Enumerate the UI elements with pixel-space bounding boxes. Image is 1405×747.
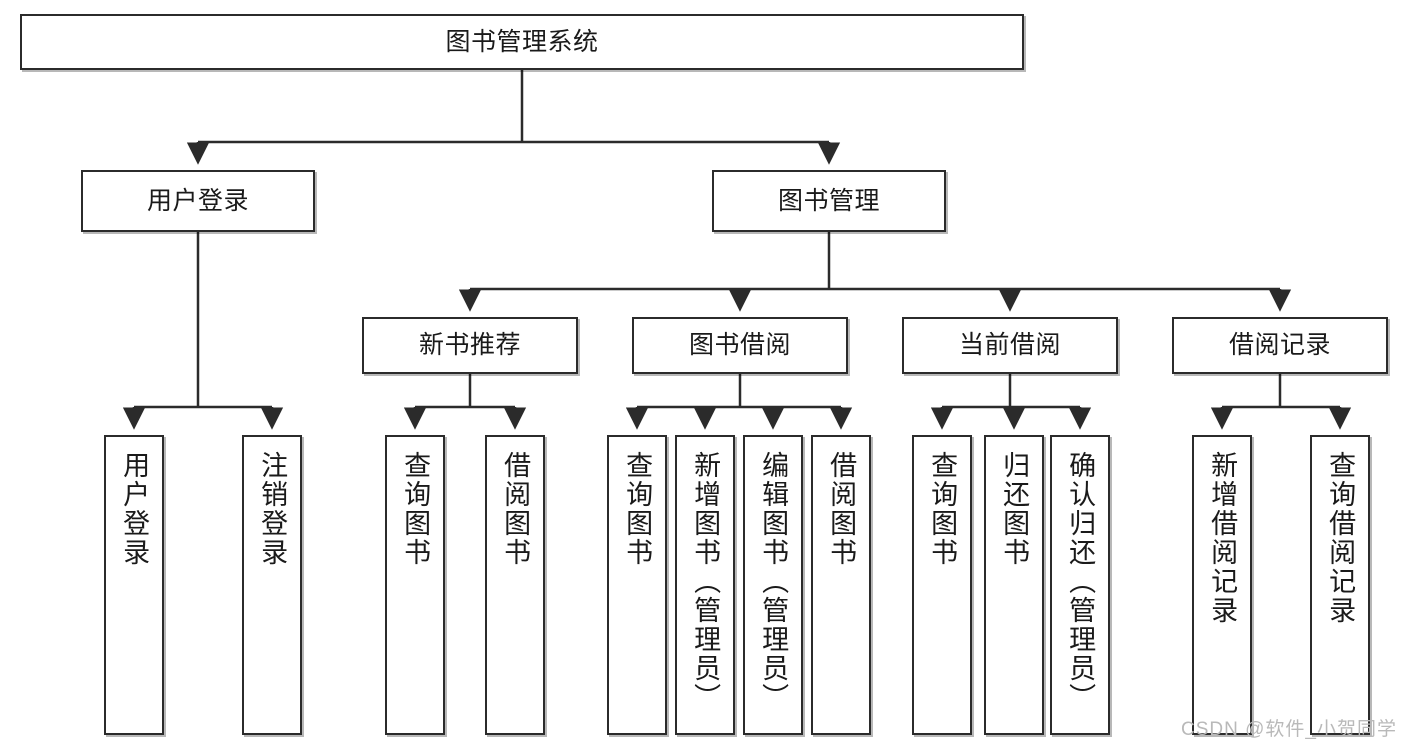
node-label: 借阅图书 (500, 451, 531, 567)
node-borrow-record[interactable]: 借阅记录 (1172, 317, 1388, 374)
node-label: 当前借阅 (958, 331, 1061, 360)
node-label: 查询借阅记录 (1325, 451, 1356, 625)
node-new-book-rec[interactable]: 新书推荐 (362, 317, 578, 374)
node-leaf-query-book-2[interactable]: 查询图书 (607, 435, 667, 735)
node-label: 编辑图书（管理员） (758, 451, 789, 712)
node-leaf-user-login[interactable]: 用户登录 (104, 435, 164, 735)
node-label: 借阅图书 (826, 451, 857, 567)
node-label: 图书借阅 (688, 331, 791, 360)
node-label: 查询图书 (400, 451, 431, 567)
node-book-manage[interactable]: 图书管理 (712, 170, 946, 232)
node-current-borrow[interactable]: 当前借阅 (902, 317, 1118, 374)
node-label: 查询图书 (622, 451, 653, 567)
node-label: 借阅记录 (1228, 331, 1331, 360)
node-book-borrow[interactable]: 图书借阅 (632, 317, 848, 374)
node-root[interactable]: 图书管理系统 (20, 14, 1024, 70)
node-label: 查询图书 (927, 451, 958, 567)
node-label: 图书管理 (777, 186, 880, 215)
node-leaf-borrow-book-2[interactable]: 借阅图书 (811, 435, 871, 735)
node-label: 注销登录 (257, 451, 288, 567)
node-leaf-edit-book[interactable]: 编辑图书（管理员） (743, 435, 803, 735)
node-leaf-logout[interactable]: 注销登录 (242, 435, 302, 735)
node-label: 用户登录 (146, 186, 249, 215)
node-label: 图书管理系统 (445, 27, 599, 56)
node-leaf-query-book-1[interactable]: 查询图书 (385, 435, 445, 735)
node-label: 用户登录 (119, 451, 150, 567)
node-leaf-borrow-book-1[interactable]: 借阅图书 (485, 435, 545, 735)
node-leaf-query-book-3[interactable]: 查询图书 (912, 435, 972, 735)
node-leaf-add-book[interactable]: 新增图书（管理员） (675, 435, 735, 735)
node-leaf-add-record[interactable]: 新增借阅记录 (1192, 435, 1252, 735)
node-label: 新增图书（管理员） (690, 451, 721, 712)
node-label: 归还图书 (999, 451, 1030, 567)
node-label: 确认归还（管理员） (1065, 451, 1096, 712)
node-leaf-return-book[interactable]: 归还图书 (984, 435, 1044, 735)
node-label: 新书推荐 (418, 331, 521, 360)
node-user-login[interactable]: 用户登录 (81, 170, 315, 232)
node-leaf-query-record[interactable]: 查询借阅记录 (1310, 435, 1370, 735)
watermark-text: CSDN @软件_小贺同学 (1181, 719, 1397, 740)
node-leaf-confirm-return[interactable]: 确认归还（管理员） (1050, 435, 1110, 735)
node-label: 新增借阅记录 (1207, 451, 1238, 625)
